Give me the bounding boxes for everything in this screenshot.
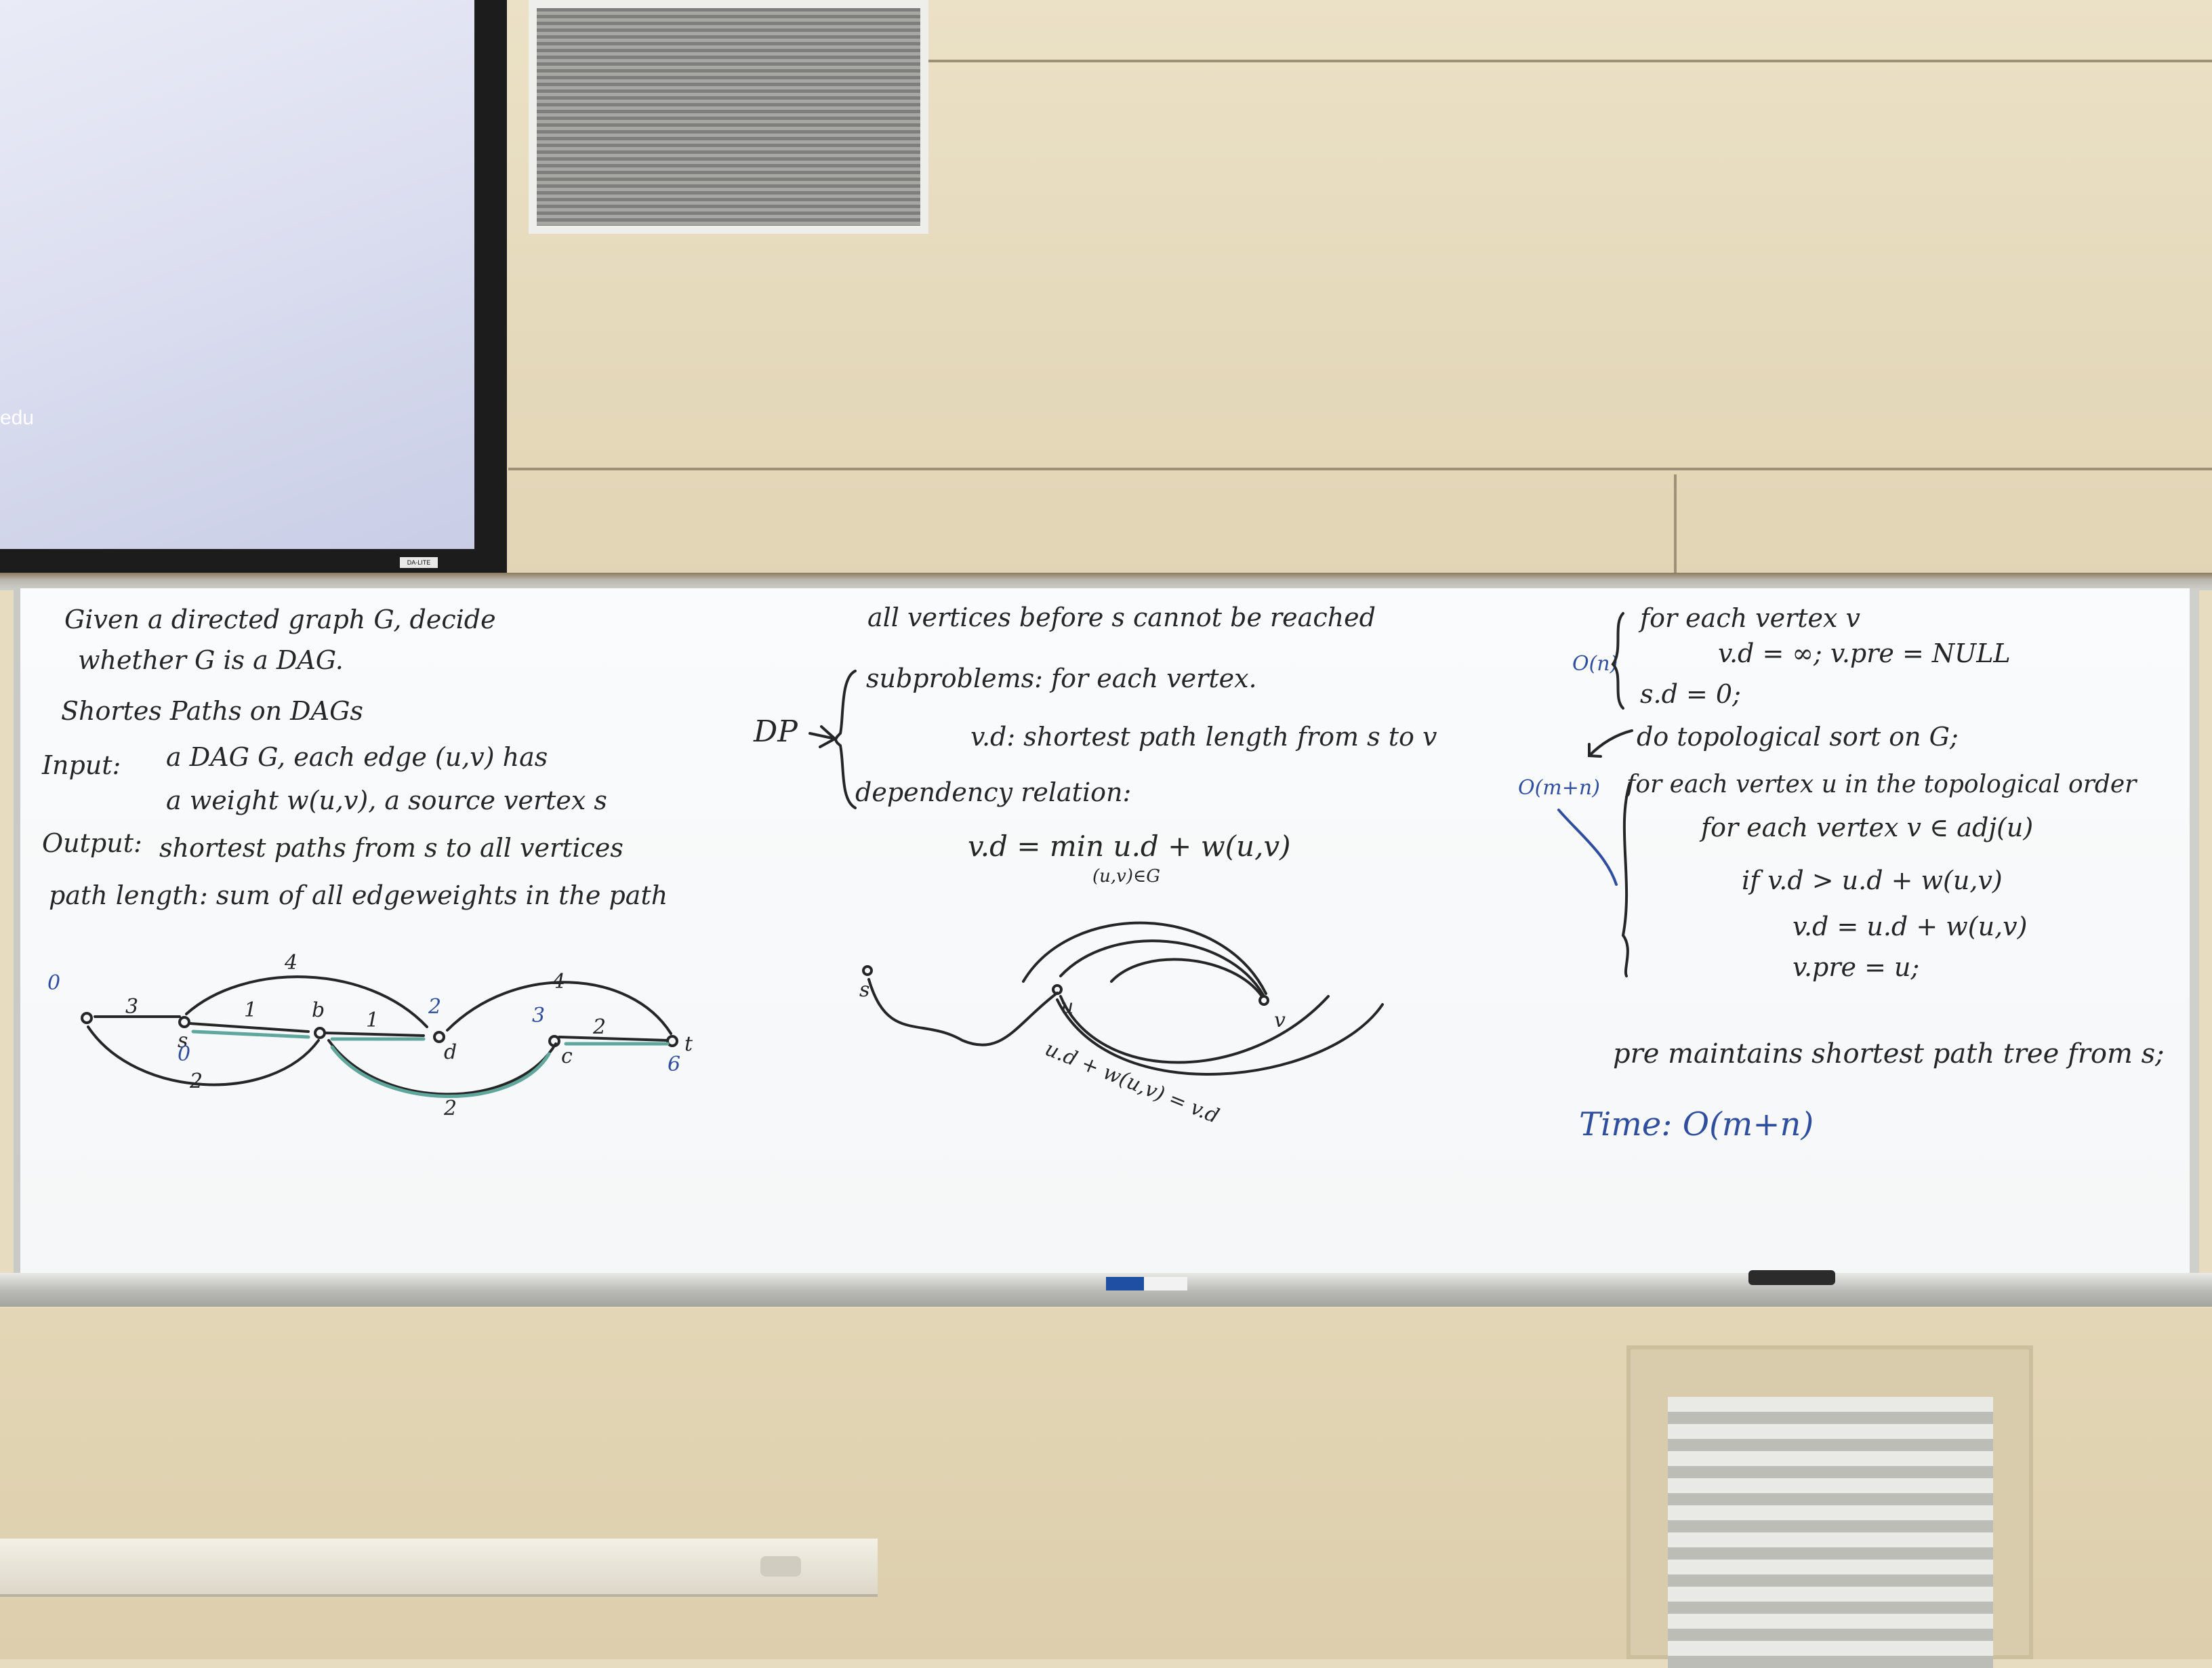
- node-b: [314, 1027, 326, 1039]
- edge-b-c: [327, 1039, 557, 1096]
- node-t: [666, 1035, 678, 1047]
- recurrence: v.d = min u.d + w(u,v): [968, 830, 1291, 863]
- algo-brace-1: [1611, 612, 1624, 710]
- node-e: [81, 1012, 93, 1024]
- pre-note: pre maintains shortest path tree from s;: [1613, 1038, 2165, 1070]
- sketch-label-v: v: [1274, 1009, 1286, 1032]
- node-label-t: t: [684, 1032, 693, 1056]
- sketch-arc-1: [1022, 921, 1267, 995]
- wall-vent: [1626, 1345, 2033, 1668]
- highlight-bc: [330, 1045, 551, 1099]
- screen-text: edu: [0, 407, 35, 429]
- sketch-arc-5: [1056, 998, 1384, 1076]
- power-outlet: [760, 1556, 801, 1577]
- algo-line-2: v.d = ∞; v.pre = NULL: [1718, 638, 2011, 668]
- whiteboard: [14, 588, 2199, 1274]
- output-text: shortest paths from s to all vertices: [159, 833, 623, 863]
- output-label: Output:: [42, 828, 142, 858]
- algo-arrow: [1588, 729, 1633, 758]
- middle-line-1: all vertices before s cannot be reached: [867, 603, 1376, 632]
- input-label: Input:: [42, 750, 121, 780]
- sketch-node-s: [862, 965, 873, 976]
- algo-line-6: for each vertex v ∈ adj(u): [1701, 813, 2034, 842]
- time-complexity: Time: O(m+n): [1579, 1105, 1814, 1143]
- screen-display: edu: [0, 0, 474, 549]
- complexity-n: O(n): [1572, 652, 1618, 676]
- node-label-b: b: [312, 998, 325, 1022]
- sketch-path: [867, 978, 1059, 1046]
- algo-line-7: if v.d > u.d + w(u,v): [1742, 866, 2003, 895]
- weight-label-6: 2: [592, 1015, 606, 1039]
- input-line-1: a DAG G, each edge (u,v) has: [166, 742, 548, 772]
- wall-vent-grill: [1668, 1397, 1993, 1668]
- sketch-equation: u.d + w(u,v) = v.d: [1042, 1037, 1223, 1128]
- dist-label-t: 6: [668, 1053, 680, 1076]
- blue-marker: [1106, 1277, 1187, 1290]
- complexity-mn: O(m+n): [1518, 776, 1600, 800]
- algo-line-1: for each vertex v: [1640, 603, 1861, 633]
- node-c: [548, 1035, 560, 1047]
- left-line-2: whether G is a DAG.: [78, 645, 344, 675]
- edge-c-t: [558, 1036, 669, 1042]
- projector-screen: edu DA-LITE: [0, 0, 507, 576]
- node-s: [178, 1016, 190, 1028]
- algo-brace-2: [1621, 781, 1631, 977]
- edge-b-d: [324, 1032, 425, 1037]
- weight-label-8: 2: [443, 1097, 457, 1120]
- left-heading: Shortes Paths on DAGs: [61, 696, 363, 726]
- algo-line-5: for each vertex u in the topological ord…: [1626, 771, 2137, 798]
- eraser: [1748, 1270, 1835, 1285]
- weight-label-1: 3: [125, 995, 138, 1019]
- dist-label-s: 0: [178, 1042, 190, 1066]
- edge-s-b: [188, 1022, 310, 1033]
- subproblems: subproblems: for each vertex.: [866, 664, 1257, 693]
- weight-label-2: 1: [244, 998, 257, 1022]
- complexity-brace: [1557, 809, 1618, 886]
- dist-label-c: 3: [532, 1004, 545, 1028]
- wall-seam-1: [928, 60, 2212, 62]
- sketch-node-u: [1052, 984, 1063, 995]
- dp-label: DP: [754, 714, 798, 749]
- node-label-d: d: [444, 1040, 457, 1064]
- dp-brace: [834, 670, 857, 809]
- weight-label-3: 1: [366, 1009, 379, 1032]
- sketch-label-s: s: [859, 978, 869, 1002]
- dp-arrow: [808, 725, 838, 748]
- dependency-relation: dependency relation:: [855, 777, 1132, 807]
- dist-label-d: 2: [428, 995, 441, 1019]
- edge-e-b: [87, 1025, 320, 1086]
- sketch-arc-4: [1059, 995, 1330, 1064]
- sketch-arc-3: [1110, 958, 1263, 998]
- board-top-rail: [0, 573, 2212, 590]
- sketch-label-u: u: [1061, 995, 1073, 1019]
- recurrence-subscript: (u,v)∈G: [1092, 866, 1161, 887]
- vd-definition: v.d: shortest path length from s to v: [970, 722, 1437, 752]
- node-d: [433, 1031, 445, 1043]
- highlight-sb: [191, 1030, 310, 1039]
- algo-line-8: v.d = u.d + w(u,v): [1793, 912, 2028, 941]
- screen-brand-logo: DA-LITE: [400, 557, 438, 568]
- input-line-2: a weight w(u,v), a source vertex s: [166, 786, 607, 815]
- algo-line-4: do topological sort on G;: [1637, 722, 1959, 752]
- edge-d-t: [446, 981, 672, 1035]
- edge-s-d: [185, 975, 428, 1028]
- sketch-node-v: [1258, 995, 1269, 1006]
- node-label-c: c: [561, 1044, 573, 1068]
- sketch-arc-2: [1059, 939, 1265, 996]
- weight-label-7: 2: [189, 1070, 203, 1093]
- dist-label-e: 0: [47, 971, 60, 995]
- weight-label-5: 4: [552, 970, 565, 994]
- ceiling-vent: [529, 0, 928, 234]
- left-line-1: Given a directed graph G, decide: [64, 605, 496, 634]
- weight-label-4: 4: [284, 951, 298, 975]
- wall-seam-2: [508, 468, 2212, 470]
- node-label-s: s: [178, 1029, 188, 1053]
- algo-line-3: s.d = 0;: [1640, 679, 1741, 709]
- path-length-def: path length: sum of all edgeweights in t…: [49, 880, 668, 910]
- wall-seam-3: [1674, 474, 1677, 576]
- baseboard-trim: [0, 1539, 878, 1597]
- algo-line-9: v.pre = u;: [1793, 952, 1920, 982]
